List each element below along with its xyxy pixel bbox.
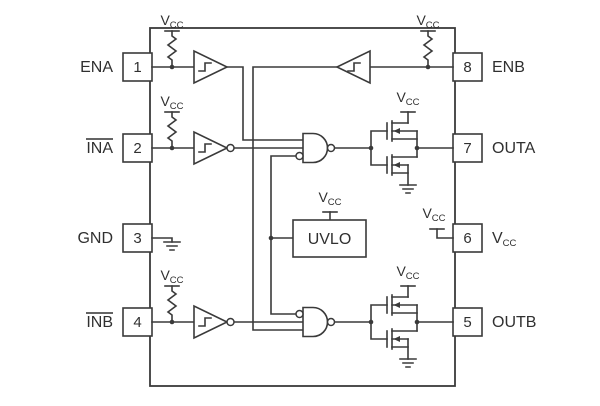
pin-label-ena: ENA	[80, 59, 113, 76]
wire-vcc-pin6	[436, 228, 454, 239]
uvlo-label: UVLO	[308, 231, 352, 248]
resistor-icon	[422, 30, 434, 68]
nand-gate-icon	[295, 306, 336, 338]
pin-number-1: 1	[133, 59, 141, 76]
pin-label-outb: OUTB	[492, 314, 536, 331]
uvlo-block: UVLO	[292, 219, 367, 258]
ground-symbols	[163, 184, 417, 368]
resistor-icon	[166, 30, 178, 68]
mosfet-icon	[386, 328, 418, 350]
ground-icon	[399, 358, 417, 368]
vcc-label: VCC	[318, 189, 341, 208]
wires	[151, 66, 454, 360]
nand-gate-icon	[295, 132, 336, 164]
resistor-icon	[166, 111, 178, 149]
pin-label-gnd: GND	[77, 230, 113, 247]
inverted-input-bubble	[295, 151, 304, 161]
vcc-label: VCC	[160, 93, 183, 112]
pin-boxes	[122, 52, 483, 337]
mosfet-icon	[386, 154, 418, 176]
vcc-label: VCC	[396, 263, 419, 282]
ground-icon	[399, 184, 417, 194]
vcc-main: V	[492, 230, 503, 247]
inverter-bubble	[226, 143, 235, 153]
mosfet-arrow	[393, 162, 400, 168]
gate-bus-b	[370, 304, 388, 340]
ic-outline	[149, 27, 456, 387]
vcc-label: VCC	[160, 12, 183, 31]
pin-number-7: 7	[463, 140, 471, 157]
outa-node	[416, 130, 454, 158]
vcc-label: VCC	[422, 205, 445, 224]
mosfet-arrow	[393, 128, 400, 134]
pin-box-2	[122, 133, 153, 163]
mosfet-arrow	[393, 336, 400, 342]
pin-box-1	[122, 52, 153, 82]
vcc-label: VCC	[416, 12, 439, 31]
junction-dots	[169, 64, 431, 325]
outb-node	[416, 304, 454, 332]
ground-icon	[163, 241, 181, 251]
vcc-rails: VCC VCC VCC VCC VCC VCC VCC VCC	[160, 12, 446, 287]
schmitt-inverter-icon	[193, 304, 235, 340]
inverter-bubble	[226, 317, 235, 327]
resistor-icon	[166, 285, 178, 323]
mosfet-icon	[386, 294, 418, 316]
pin-label-outa: OUTA	[492, 140, 536, 157]
pin-names: ENA INA GND INB ENB OUTA VCC OUTB	[77, 59, 536, 331]
vcc-sub: CC	[503, 238, 517, 249]
pullup-resistors	[166, 30, 434, 323]
nand-output-bubble	[326, 317, 336, 327]
schmitt-buffer-icon	[335, 49, 371, 85]
schmitt-inverter-icon	[193, 130, 235, 166]
gate-bus-a	[370, 130, 388, 166]
wire-gnd	[151, 237, 173, 243]
pin-label-enb: ENB	[492, 59, 525, 76]
pin-label-vcc-pin6: VCC	[492, 230, 517, 249]
logic-gates	[193, 49, 371, 340]
pin-label-ina: INA	[86, 140, 113, 157]
wire-uvlo-bus	[270, 155, 297, 315]
schmitt-buffer-icon	[193, 49, 229, 85]
pin-label-inb: INB	[86, 314, 113, 331]
pin-number-3: 3	[133, 230, 141, 247]
mosfet-icon	[386, 120, 418, 142]
pin-number-6: 6	[463, 230, 471, 247]
mosfet-arrow	[393, 302, 400, 308]
output-stages	[386, 120, 418, 350]
pin-box-4	[122, 307, 153, 337]
nand-output-bubble	[326, 143, 336, 153]
pin-number-8: 8	[463, 59, 471, 76]
inverted-input-bubble	[295, 309, 304, 319]
wire-enb-route	[252, 66, 338, 331]
wire-ena-route	[226, 66, 304, 141]
vcc-label: VCC	[160, 267, 183, 286]
vcc-label: VCC	[396, 89, 419, 108]
pin-number-2: 2	[133, 140, 141, 157]
pin-number-4: 4	[133, 314, 141, 331]
pin-number-5: 5	[463, 314, 471, 331]
pin-numbers: 1 2 3 4 8 7 6 5	[133, 59, 471, 331]
